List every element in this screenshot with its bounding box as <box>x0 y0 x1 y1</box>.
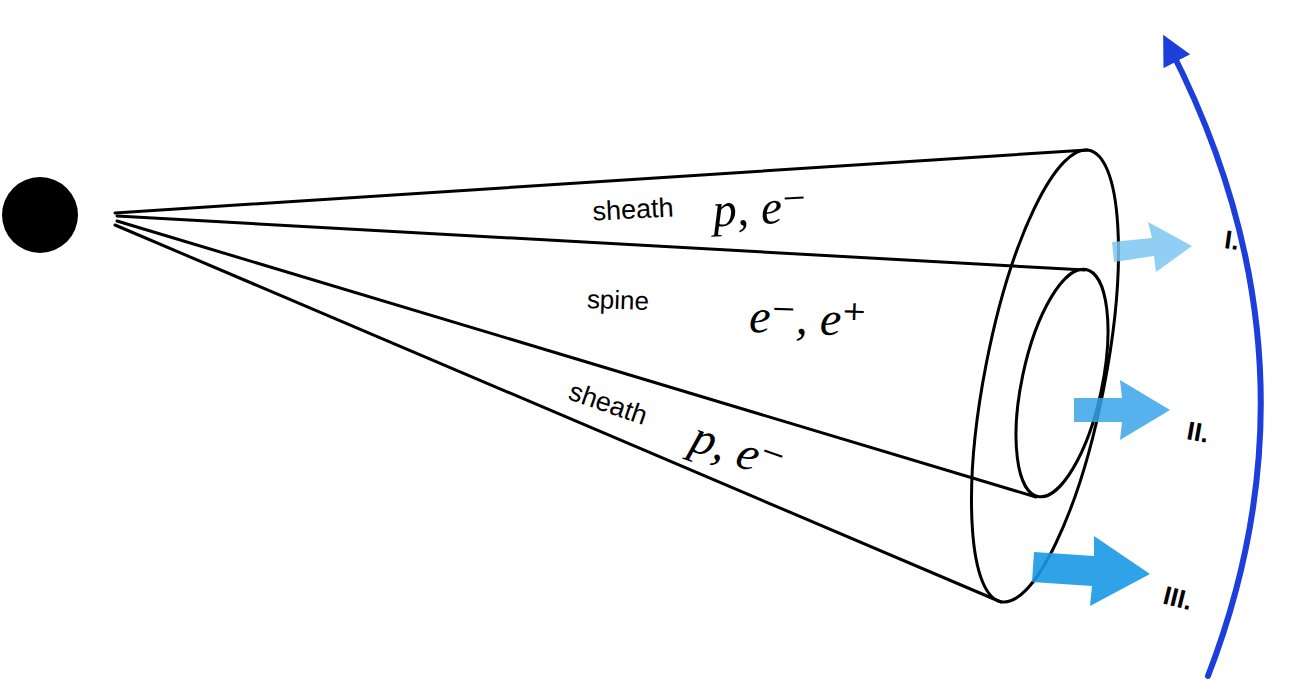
sheath-edge <box>115 225 1001 602</box>
viewing-angle-arrow <box>1170 48 1261 676</box>
view-number: II. <box>1185 417 1211 446</box>
region-name: spine <box>586 286 649 314</box>
jet-cone <box>115 139 1148 613</box>
sheath-rim <box>942 139 1148 613</box>
black-hole <box>2 177 78 253</box>
view-number: III. <box>1161 582 1195 614</box>
emission-arrow <box>1074 380 1170 440</box>
region-name: sheath <box>592 194 674 225</box>
emission-arrow <box>1112 222 1192 272</box>
particle-species: p, e⁻ <box>711 182 808 235</box>
spine-edge <box>117 221 1036 497</box>
view-number: I. <box>1223 226 1241 254</box>
emission-arrow <box>1032 536 1150 606</box>
particle-species: p, e⁻ <box>685 412 790 488</box>
particle-species: e⁻, e⁺ <box>749 292 868 344</box>
spine-rim <box>999 261 1125 505</box>
